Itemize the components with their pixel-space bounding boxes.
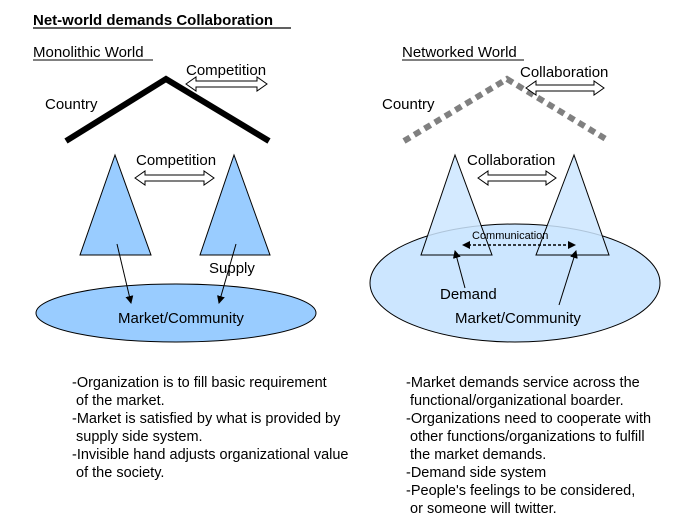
right-mid-collaboration-label: Collaboration [467,152,555,169]
right-top-collaboration-label: Collaboration [520,64,608,81]
left-market-label: Market/Community [118,310,244,327]
left-mid-double-arrow [134,170,215,186]
left-note-line: of the society. [72,465,165,481]
left-mid-competition-label: Competition [136,152,216,169]
left-supply-arrow-1 [116,243,134,304]
right-market-label: Market/Community [455,310,581,327]
left-supply-label: Supply [209,260,255,277]
left-notes: -Organization is to fill basic requireme… [72,374,348,482]
communication-arrowhead-left [462,241,470,249]
left-note-line: -Organization is to fill basic requireme… [72,375,327,391]
left-note-line: -Market is satisfied by what is provided… [72,411,341,427]
right-note-line: -People's feelings to be considered, [406,483,636,499]
left-supply-arrow-2 [217,243,237,304]
right-note-line: other functions/organizations to fulfill [406,429,645,445]
right-note-line: functional/organizational boarder. [406,393,624,409]
right-top-double-arrow [525,80,605,96]
left-organization-triangle-1 [79,153,152,256]
right-demand-arrow-2 [558,250,578,306]
left-market-ellipse [35,283,317,343]
right-mid-double-arrow [477,170,557,186]
right-notes: -Market demands service across the funct… [406,374,651,518]
networked-world-panel: Networked World Country Collaboration Co… [369,44,661,343]
left-country-label: Country [45,96,98,113]
left-note-line: supply side system. [72,429,203,445]
left-top-double-arrow [185,76,268,92]
monolithic-world-heading: Monolithic World [33,44,144,61]
right-note-line: the market demands. [406,447,547,463]
right-country-roof-dotted [402,75,611,144]
left-country-roof [64,75,271,144]
communication-arrowhead-right [568,241,576,249]
right-country-label: Country [382,96,435,113]
right-demand-label: Demand [440,286,497,303]
left-organization-triangle-2 [199,153,271,256]
right-note-line: or someone will twitter. [406,501,557,517]
left-note-line: -Invisible hand adjusts organizational v… [72,447,349,463]
left-note-line: of the market. [72,393,165,409]
communication-label: Communication [472,230,548,242]
left-top-competition-label: Competition [186,62,266,79]
networked-world-heading: Networked World [402,44,517,61]
right-note-line: -Market demands service across the [406,375,640,391]
diagram-title: Net-world demands Collaboration [33,12,273,29]
monolithic-world-panel: Monolithic World Country Competition Com… [33,44,317,343]
right-note-line: -Organizations need to cooperate with [406,411,652,427]
right-demand-arrow-1 [452,250,466,289]
right-note-line: -Demand side system [406,465,547,481]
